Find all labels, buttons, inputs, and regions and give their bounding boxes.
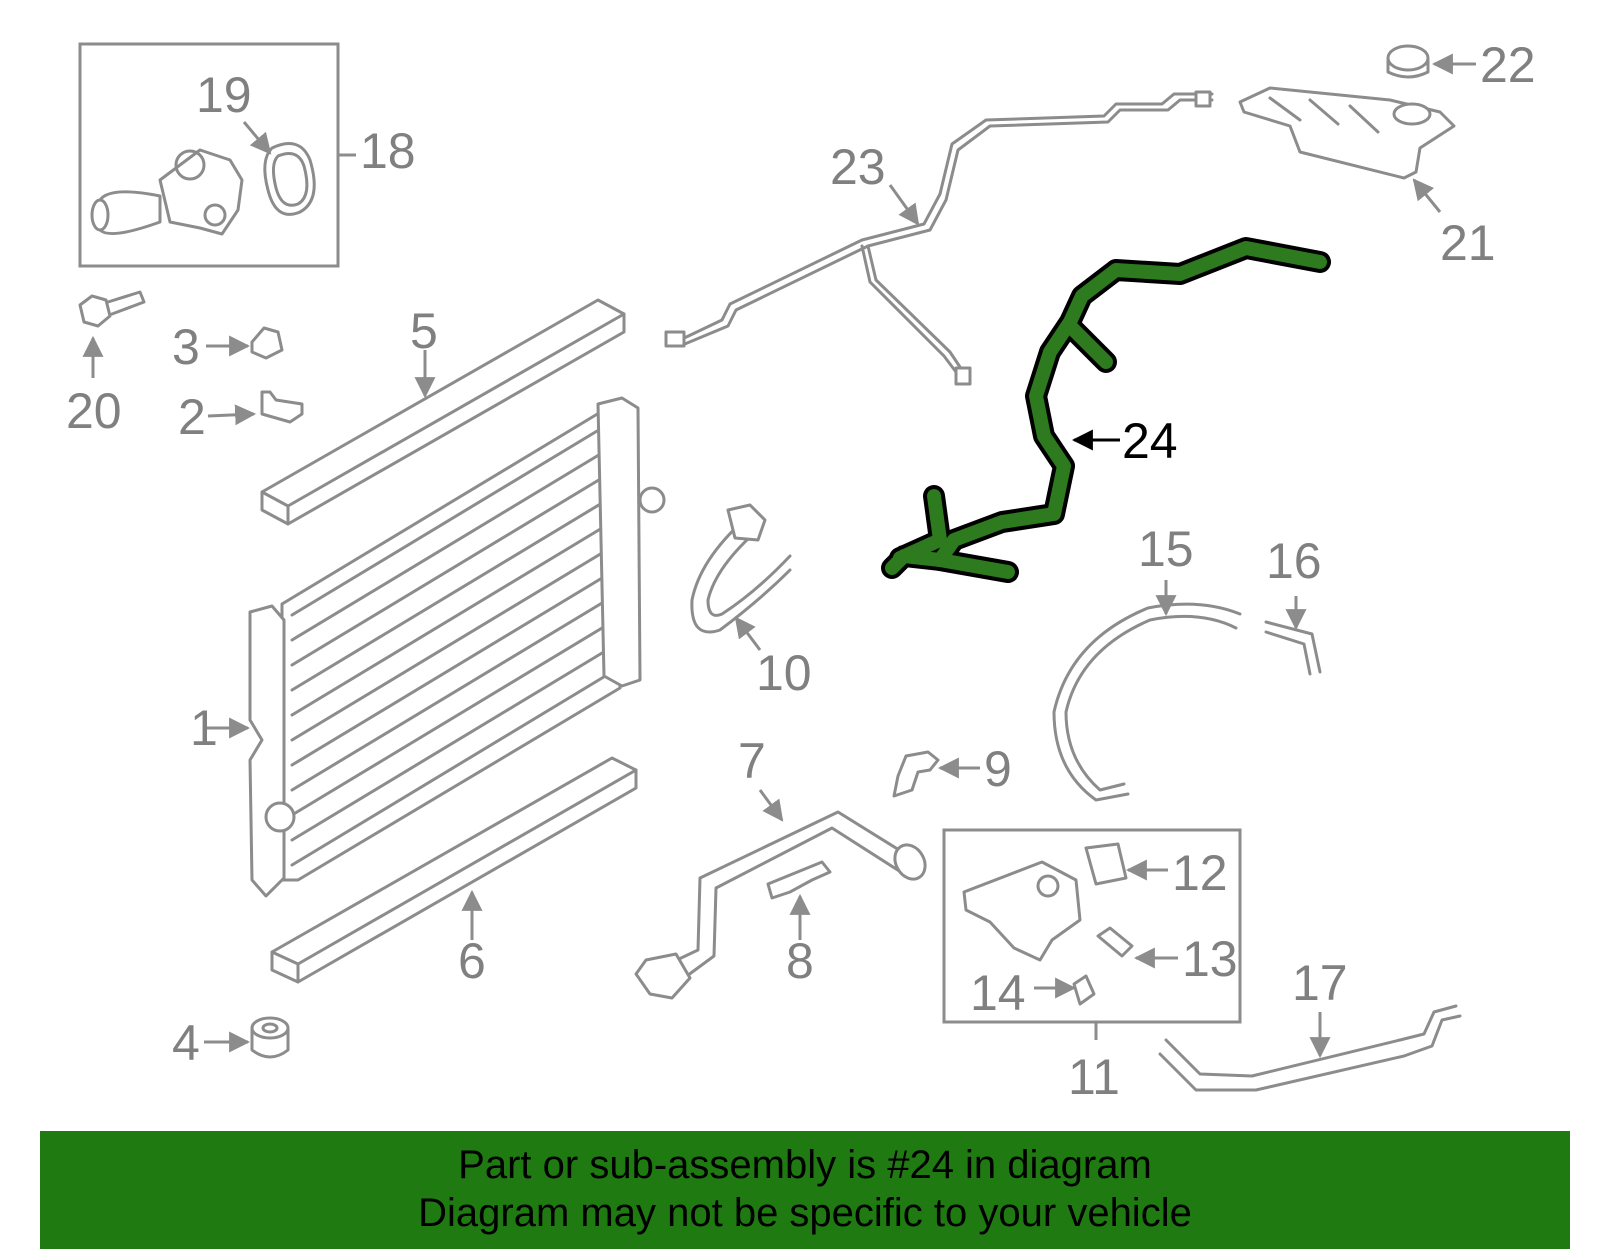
callout-6: 6 (458, 933, 486, 989)
leader-23 (888, 184, 920, 226)
callout-16: 16 (1266, 533, 1322, 589)
leader-2 (207, 404, 257, 426)
callout-1: 1 (190, 700, 218, 756)
callout-12: 12 (1172, 845, 1228, 901)
radiator-part-1 (248, 396, 666, 898)
callout-15: 15 (1138, 521, 1194, 577)
reservoir-part-21 (1238, 86, 1456, 180)
callout-10: 10 (756, 645, 812, 701)
clip-part-3 (250, 326, 284, 360)
clamp-part-9 (892, 750, 940, 798)
leader-10 (734, 616, 762, 651)
hose-part-24-highlighted (881, 237, 1331, 583)
callout-23: 23 (830, 139, 886, 195)
callout-8: 8 (786, 933, 814, 989)
callout-17: 17 (1292, 955, 1348, 1011)
leader-19 (242, 121, 272, 155)
bracket-part-2 (260, 390, 304, 424)
hose-part-10 (690, 503, 792, 634)
callout-11: 11 (1068, 1049, 1120, 1105)
hose-part-7 (634, 810, 927, 1000)
callout-7: 7 (738, 733, 766, 789)
callout-19: 19 (196, 67, 252, 123)
callout-2: 2 (178, 389, 206, 445)
bushing-part-4 (250, 1016, 290, 1059)
banner-line-2: Diagram may not be specific to your vehi… (418, 1191, 1192, 1235)
outlet-assembly-box (942, 828, 1242, 1024)
banner-line-1: Part or sub-assembly is #24 in diagram (458, 1143, 1152, 1187)
info-banner: Part or sub-assembly is #24 in diagram D… (40, 1131, 1570, 1249)
callout-13: 13 (1182, 931, 1238, 987)
callout-14: 14 (970, 965, 1026, 1021)
harness-part-23 (664, 90, 1214, 386)
callout-5: 5 (410, 303, 438, 359)
callout-3: 3 (172, 319, 200, 375)
callout-22: 22 (1480, 37, 1536, 93)
bracket-part-8 (766, 860, 832, 900)
cap-part-22 (1386, 44, 1430, 79)
callout-9: 9 (984, 741, 1012, 797)
tube-part-17 (1158, 1004, 1462, 1092)
callout-24: 24 (1122, 413, 1178, 469)
leader-7 (758, 789, 784, 822)
callout-20: 20 (66, 383, 122, 439)
callout-4: 4 (172, 1015, 200, 1071)
leader-21 (1412, 178, 1442, 213)
hose-part-16 (1264, 620, 1322, 676)
hose-part-15 (1052, 602, 1242, 802)
callout-21: 21 (1440, 215, 1496, 271)
callout-18: 18 (360, 123, 416, 179)
bolt-part-20 (78, 290, 146, 328)
